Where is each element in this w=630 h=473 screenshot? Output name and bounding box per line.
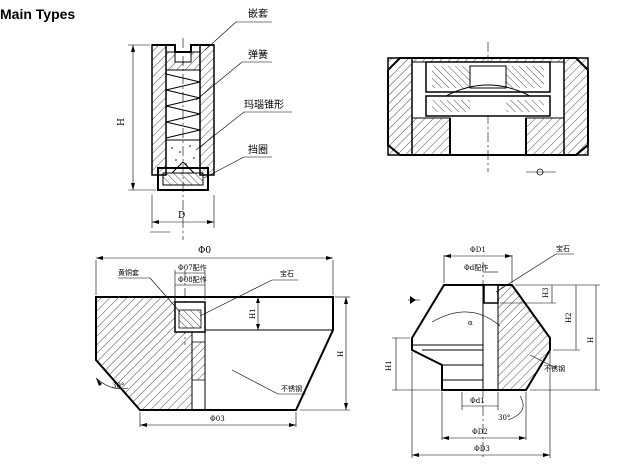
dim-d3: ΦD3 (474, 445, 490, 453)
figure-bearing-section (387, 42, 589, 176)
sleeve-top (165, 51, 201, 71)
dim-h-right: H (337, 351, 345, 357)
sleeve-slot (152, 44, 214, 53)
label-retaining-ring: 挡圈 (248, 143, 268, 156)
gem-arc (445, 84, 531, 97)
gem-block (483, 284, 499, 304)
dim-h1: H1 (249, 308, 257, 319)
figure-conical-housing: Φ0 Φ07配作 Φ08配作 宝石 黄铜套 H1 H 不锈钢 (95, 246, 350, 427)
dim-d2: ΦD2 (472, 428, 488, 436)
figure-sleeve-assembly: H D 嵌套 弹簧 玛瑙锥形 挡圈 (117, 7, 292, 240)
dim-h-cone: H (587, 337, 595, 343)
pivot-marker (536, 168, 544, 176)
dim-fit-2: Φ08配作 (178, 275, 207, 284)
figure-cone-bearing: ΦD1 Φd配作 宝石 H3 H2 H α H1 不锈钢 (385, 244, 600, 460)
label-gem: 宝石 (280, 269, 294, 278)
label-sleeve: 嵌套 (248, 7, 268, 20)
spring (165, 73, 201, 139)
dim-small-d: Φd1 (470, 397, 485, 405)
dim-d-label: D (178, 211, 185, 221)
dim-angle: 30° (112, 382, 124, 390)
dim-dfit: Φd配作 (464, 263, 488, 272)
dim-h1-cone: H1 (385, 360, 393, 371)
dim-alpha: α (468, 319, 473, 327)
dim-d1: ΦD1 (470, 246, 486, 254)
label-agate-cone: 玛瑙锥形 (244, 99, 284, 111)
label-brass-sleeve: 黄铜套 (118, 268, 139, 277)
label-gem-right: 宝石 (556, 244, 570, 253)
sleeve-wall-right (199, 44, 215, 176)
dim-h3: H3 (542, 287, 550, 298)
cone-tip (171, 161, 195, 174)
dim-h2: H2 (565, 312, 573, 323)
label-stainless: 不锈钢 (281, 384, 302, 393)
dim-outer-dia: Φ0 (198, 246, 211, 256)
retaining-ring-inner (162, 172, 204, 186)
label-stainless-cone: 不锈钢 (544, 364, 565, 373)
dim-bottom-dia: Φ03 (210, 415, 225, 423)
retaining-ring (157, 167, 209, 191)
dim-h-label: H (117, 118, 127, 126)
label-spring: 弹簧 (248, 48, 268, 61)
sleeve-wall-left (151, 44, 167, 176)
page-title: Main Types (0, 6, 76, 22)
dim-fit-1: Φ07配作 (178, 263, 207, 272)
agate-dots (171, 145, 195, 165)
dim-angle-cone: 30° (498, 414, 510, 422)
outer-body (387, 57, 589, 156)
